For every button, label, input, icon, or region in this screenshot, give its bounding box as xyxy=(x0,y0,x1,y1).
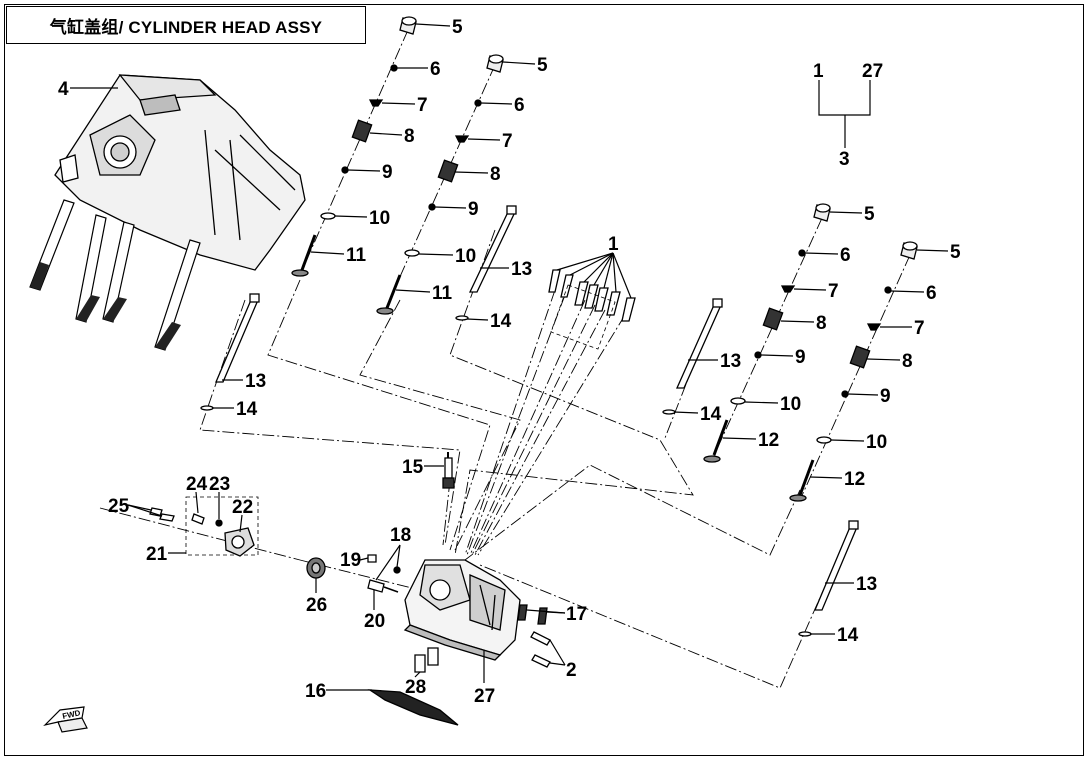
valve-stack-a xyxy=(291,16,417,277)
fwd-arrow-icon: FWD xyxy=(43,706,88,733)
callout-7: 7 xyxy=(828,281,839,302)
callout-4: 4 xyxy=(58,79,69,100)
callout-13: 13 xyxy=(511,259,532,280)
callout-10: 10 xyxy=(455,246,476,267)
callout-16: 16 xyxy=(305,681,326,702)
callout-13: 13 xyxy=(720,351,741,372)
callout-1: 1 xyxy=(608,234,619,255)
callout-23: 23 xyxy=(209,474,230,495)
callout-13: 13 xyxy=(245,371,266,392)
callout-26: 26 xyxy=(306,595,327,616)
callout-7: 7 xyxy=(914,318,925,339)
callout-9: 9 xyxy=(382,162,393,183)
callout-14: 14 xyxy=(837,625,859,646)
sensor-parts xyxy=(367,554,401,593)
callout-11: 11 xyxy=(432,283,453,304)
callout-5: 5 xyxy=(452,17,463,38)
callout-24: 24 xyxy=(186,474,208,495)
callout-14: 14 xyxy=(236,399,258,420)
callout-3: 3 xyxy=(839,149,850,170)
callout-6: 6 xyxy=(840,245,851,266)
callout-8: 8 xyxy=(902,351,913,372)
callout-6: 6 xyxy=(430,59,441,80)
callout-10: 10 xyxy=(369,208,390,229)
callout-12: 12 xyxy=(758,430,779,451)
callout-8: 8 xyxy=(404,126,415,147)
callout-2: 2 xyxy=(566,660,577,681)
callout-21: 21 xyxy=(146,544,168,565)
callout-27: 27 xyxy=(862,61,883,82)
valve-stack-c xyxy=(703,203,831,463)
callout-9: 9 xyxy=(468,199,479,220)
callout-12: 12 xyxy=(844,469,865,490)
leader-lines xyxy=(70,23,949,691)
callout-13: 13 xyxy=(856,574,877,595)
callout-17: 17 xyxy=(566,604,587,625)
callout-6: 6 xyxy=(514,95,525,116)
spark-plug xyxy=(442,452,455,489)
pins xyxy=(517,604,551,668)
callout-14: 14 xyxy=(700,404,722,425)
cylinder-head-gasket xyxy=(367,689,459,726)
callout-19: 19 xyxy=(340,550,361,571)
callout-18: 18 xyxy=(390,525,411,546)
drawing-frame xyxy=(4,4,1084,756)
callout-labels: 5 5 5 5 6 6 6 6 7 7 7 7 8 8 8 8 9 9 9 9 … xyxy=(58,17,961,707)
callout-1: 1 xyxy=(813,61,824,82)
callout-28: 28 xyxy=(405,677,426,698)
callout-9: 9 xyxy=(795,347,806,368)
callout-22: 22 xyxy=(232,497,253,518)
callout-8: 8 xyxy=(816,313,827,334)
callout-7: 7 xyxy=(502,131,513,152)
callout-10: 10 xyxy=(780,394,801,415)
valve-stack-b xyxy=(376,54,504,315)
engine-illustration xyxy=(29,74,306,351)
callout-5: 5 xyxy=(950,242,961,263)
stud-bolts xyxy=(200,205,859,637)
callout-11: 11 xyxy=(346,245,367,266)
callout-9: 9 xyxy=(880,386,891,407)
callout-20: 20 xyxy=(364,611,385,632)
callout-10: 10 xyxy=(866,432,887,453)
callout-8: 8 xyxy=(490,164,501,185)
title-box: 气缸盖组/ CYLINDER HEAD ASSY xyxy=(6,6,366,44)
callout-5: 5 xyxy=(864,204,875,225)
callout-6: 6 xyxy=(926,283,937,304)
callout-25: 25 xyxy=(108,496,130,517)
fwd-label: FWD xyxy=(62,708,82,721)
callout-5: 5 xyxy=(537,55,548,76)
plug xyxy=(306,557,326,579)
callout-27: 27 xyxy=(474,686,495,707)
cylinder-head xyxy=(403,559,521,661)
valve-stack-d xyxy=(789,241,918,502)
thermostat-group xyxy=(149,496,259,557)
dowel-pins xyxy=(414,647,439,673)
head-bolts xyxy=(548,269,636,350)
callout-7: 7 xyxy=(417,95,428,116)
page-title: 气缸盖组/ CYLINDER HEAD ASSY xyxy=(49,17,323,37)
callout-14: 14 xyxy=(490,311,512,332)
callout-15: 15 xyxy=(402,457,424,478)
